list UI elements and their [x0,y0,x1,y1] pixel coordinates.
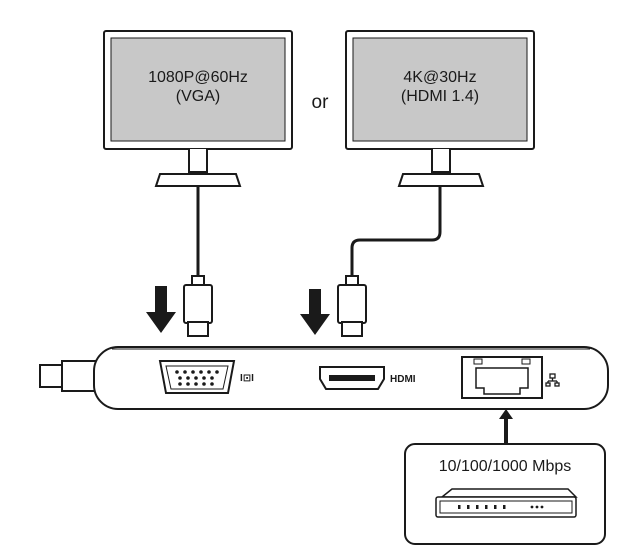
network-switch-box: 10/100/1000 Mbps [404,443,606,545]
adapter-body: I⊡I HDMI [93,346,609,410]
vga-port-label: I⊡I [240,373,254,384]
hdmi-plug [337,284,367,324]
monitor-left-base [154,173,242,187]
vga-cable [183,186,213,337]
hdmi-port-label: HDMI [390,374,416,385]
network-speed-label: 10/100/1000 Mbps [439,458,572,475]
monitor-right-base [397,173,485,187]
hdmi-port [319,366,385,390]
monitor-right-port: (HDMI 1.4) [401,88,479,105]
hdmi-cable [337,186,442,337]
monitor-right-resolution: 4K@30Hz [403,69,476,86]
hdmi-down-arrow-icon [300,289,330,335]
monitor-right-neck [431,149,451,173]
network-icon [545,373,560,387]
vga-port [158,360,236,394]
monitor-left-resolution: 1080P@60Hz [148,69,248,86]
monitor-right: 4K@30Hz (HDMI 1.4) [345,30,535,187]
network-switch-icon [435,488,578,518]
monitor-left-port: (VGA) [176,88,220,105]
vga-plug [183,284,213,324]
network-up-arrow-icon [499,409,513,446]
usb-cable [39,360,97,392]
monitor-left: 1080P@60Hz (VGA) [103,30,293,187]
monitor-right-screen [352,37,528,142]
vga-down-arrow-icon [146,286,176,333]
monitor-left-neck [188,149,208,173]
ethernet-port [461,356,543,399]
monitor-left-screen [110,37,286,142]
or-label: or [312,92,330,113]
